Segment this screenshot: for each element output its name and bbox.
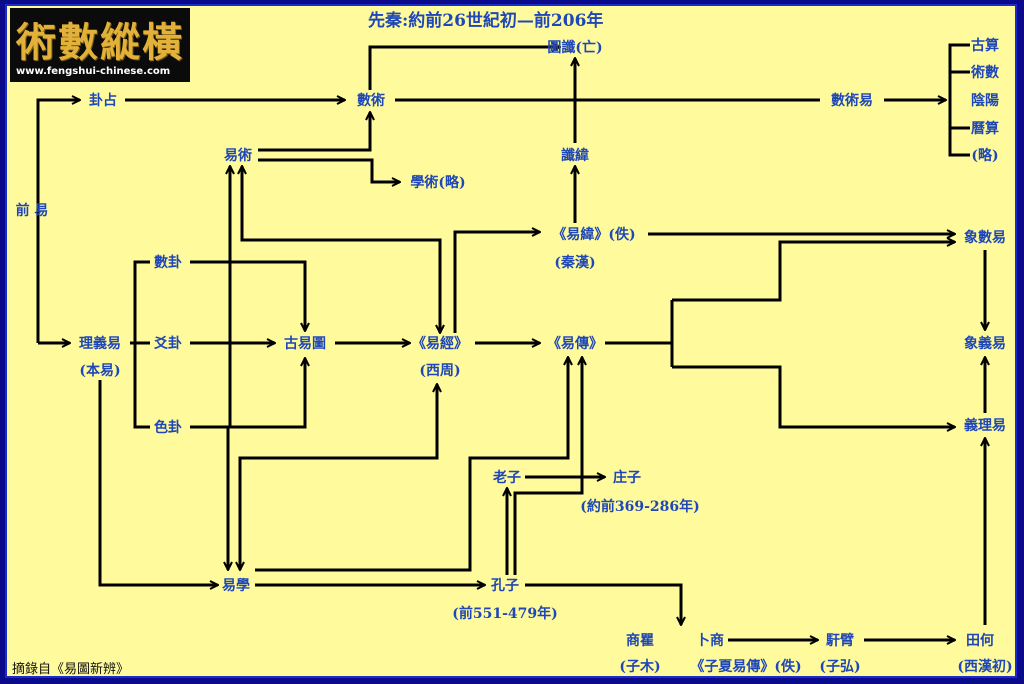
diagram-panel bbox=[5, 4, 1017, 678]
node-shushu: 數術 bbox=[357, 93, 385, 109]
node-xiangyiyi: 象義易 bbox=[964, 336, 1006, 352]
edge-shushu-tuchen bbox=[368, 47, 560, 90]
node-zhuangzi: 庄子 bbox=[613, 470, 641, 486]
node-kongzi: 孔子 bbox=[491, 578, 519, 594]
node-yiwei: 《易緯》(佚) bbox=[552, 227, 636, 243]
node-yaogua: 爻卦 bbox=[154, 336, 182, 352]
node-zihong: (子弘) bbox=[819, 659, 861, 675]
node-qianyi: 前 易 bbox=[15, 203, 49, 219]
node-chenwei: 讖緯 bbox=[561, 148, 589, 164]
node-benyi: (本易) bbox=[79, 363, 121, 379]
node-zimu: (子木) bbox=[619, 659, 661, 675]
edge-yijing-yiwei bbox=[453, 232, 540, 333]
node-guazhan: 卦占 bbox=[89, 93, 117, 109]
node-shugua: 數卦 bbox=[154, 255, 182, 271]
node-yixue: 易學 bbox=[222, 578, 250, 594]
node-xizhou: (西周) bbox=[419, 363, 461, 379]
node-yijing: 《易經》 bbox=[412, 336, 468, 352]
edge-yishu-xueshu bbox=[258, 158, 400, 182]
list-item-0: 古算 bbox=[971, 38, 999, 54]
node-laozi: 老子 bbox=[493, 470, 521, 486]
edge-yixue-yijing bbox=[238, 384, 437, 570]
site-logo[interactable]: 術數縱橫 www.fengshui-chinese.com bbox=[10, 8, 190, 82]
node-kongzi-date: (前551-479年) bbox=[452, 606, 558, 622]
node-xihanchu: (西漢初) bbox=[957, 659, 1013, 675]
node-shangqu: 商瞿 bbox=[626, 633, 654, 649]
edge-segua-guyitu bbox=[190, 358, 305, 429]
source-note: 摘錄自《易圖新辨》 bbox=[12, 662, 130, 677]
list-item-2: 陰陽 bbox=[971, 93, 999, 109]
node-xiangshuyi: 象數易 bbox=[964, 230, 1006, 246]
node-hanbi: 馯臂 bbox=[826, 633, 854, 649]
edge-kongzi-yizhuan bbox=[513, 357, 582, 575]
node-qinhan: (秦漢) bbox=[554, 255, 596, 271]
logo-url: www.fengshui-chinese.com bbox=[16, 66, 171, 77]
edge-qianyi-guazhan bbox=[36, 100, 80, 343]
node-xueshu: 學術(略) bbox=[410, 175, 466, 191]
node-yizhuan: 《易傳》 bbox=[547, 336, 603, 352]
node-tuchen: 圖讖(亡) bbox=[547, 40, 603, 56]
edge-shugua-guyitu bbox=[190, 260, 305, 331]
edge-kongzi-shangqu bbox=[525, 583, 681, 625]
node-liyiyi: 理義易 bbox=[79, 336, 121, 352]
list-bracket bbox=[948, 43, 970, 157]
node-yiliyi: 義理易 bbox=[964, 418, 1006, 434]
edge-yishu-shushu bbox=[258, 112, 370, 152]
node-tianhe: 田何 bbox=[966, 633, 994, 649]
logo-text: 術數縱橫 bbox=[16, 19, 184, 66]
edge-liyiyi-yixue bbox=[98, 380, 218, 585]
list-item-1: 術數 bbox=[971, 65, 999, 81]
edge-yizhuan-branch bbox=[605, 300, 674, 367]
node-yishu: 易術 bbox=[224, 148, 252, 164]
node-bushang: 卜商 bbox=[696, 633, 724, 649]
node-zhuangzi-date: (約前369-286年) bbox=[580, 499, 700, 515]
diagram-title: 先秦:約前26世紀初—前206年 bbox=[368, 11, 604, 31]
node-shushuyi: 數術易 bbox=[831, 93, 873, 109]
node-segua: 色卦 bbox=[154, 420, 182, 436]
list-item-3: 曆算 bbox=[971, 121, 999, 137]
node-zixia: 《子夏易傳》(佚) bbox=[690, 659, 802, 675]
edge-yizhuan-yiliyi bbox=[672, 365, 955, 427]
edge-yixue-yizhuan bbox=[255, 357, 568, 572]
list-item-4: (略) bbox=[971, 148, 999, 164]
node-guyitu: 古易圖 bbox=[284, 336, 326, 352]
edge-yizhuan-xiangshuyi bbox=[672, 242, 955, 302]
